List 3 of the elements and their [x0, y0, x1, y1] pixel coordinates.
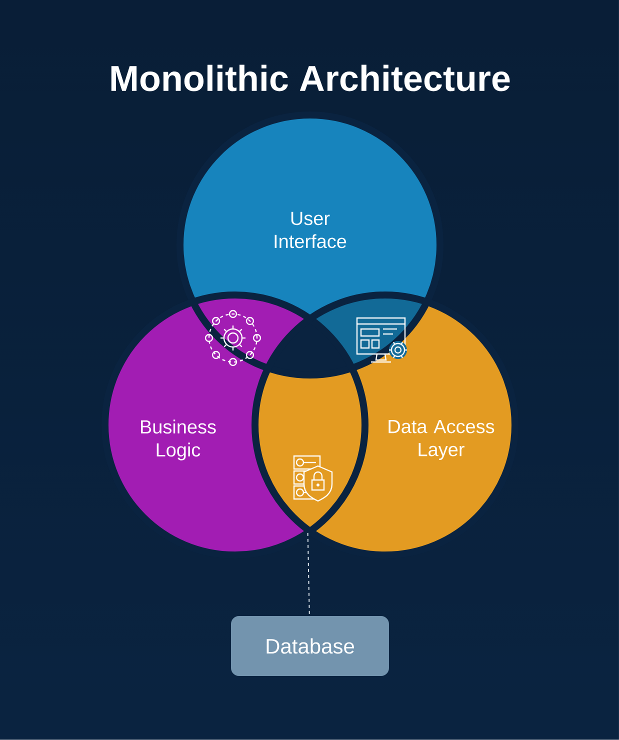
- title: Monolithic Architecture: [111, 64, 510, 92]
- database-box: Database: [231, 616, 389, 676]
- connector-line: [307, 532, 310, 616]
